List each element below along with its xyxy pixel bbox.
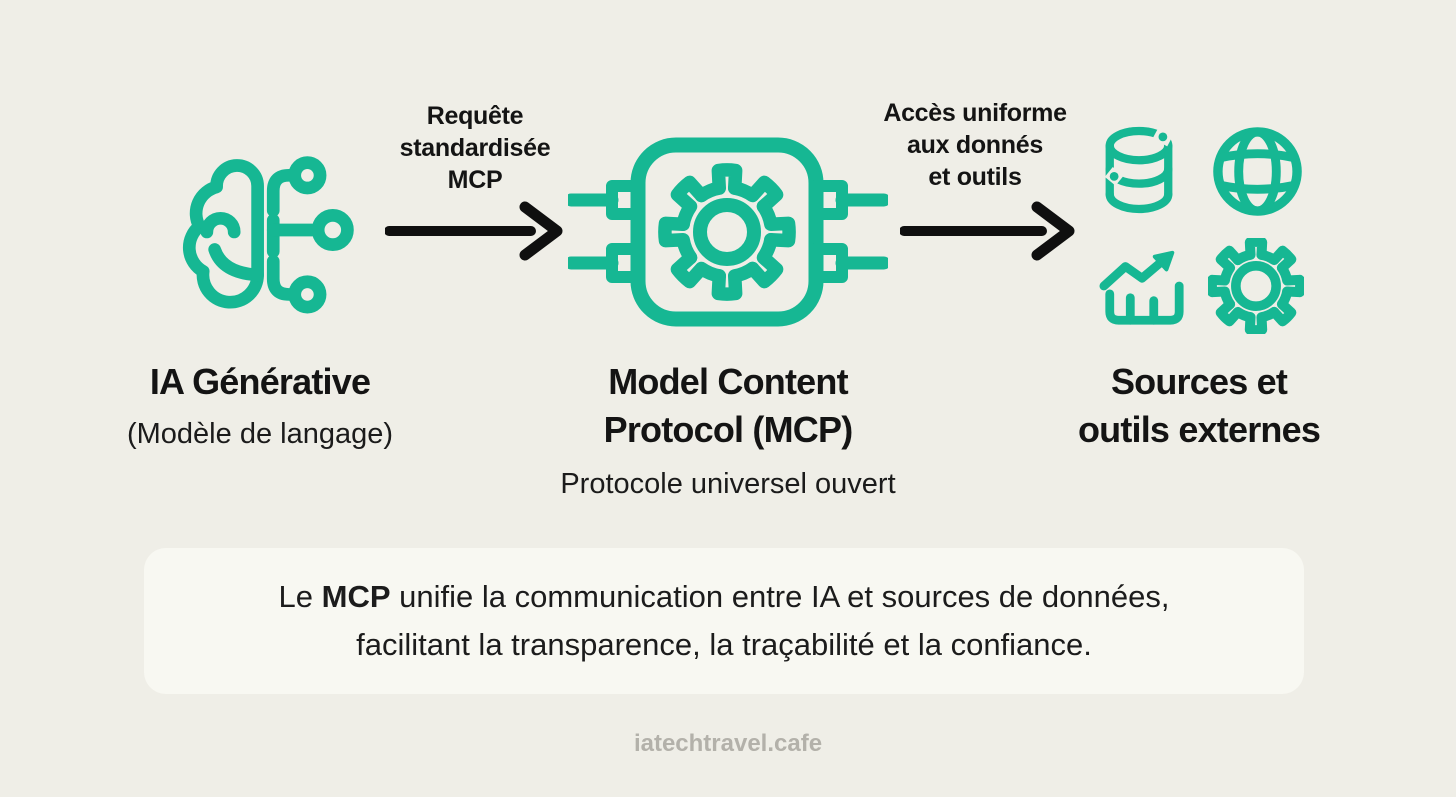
right-node-title: Sources et outils externes bbox=[999, 358, 1399, 454]
summary-highlight: MCP bbox=[321, 579, 391, 614]
arrow-right-icon bbox=[900, 201, 1075, 261]
arrow1-label-line3: MCP bbox=[447, 166, 503, 194]
arrow2-label-line2: aux donnés bbox=[907, 131, 1043, 159]
center-node-subtitle: Protocole universel ouvert bbox=[560, 468, 896, 500]
arrow2-label-line1: Accès uniforme bbox=[883, 99, 1067, 127]
globe-icon bbox=[1213, 127, 1302, 216]
arrow-right-icon bbox=[385, 201, 563, 261]
arrow1-label-line2: standardisée bbox=[399, 134, 551, 162]
left-node-subtitle: (Modèle de langage) bbox=[126, 418, 393, 450]
summary-line1-rest: unifie la communication entre IA et sour… bbox=[399, 579, 1170, 614]
summary-line1: Le MCP unifie la communication entre IA … bbox=[144, 573, 1304, 621]
center-node-title: Model Content Protocol (MCP) bbox=[528, 358, 928, 454]
right-node-title-line2: outils externes bbox=[1077, 409, 1321, 450]
center-node-title-line2: Protocol (MCP) bbox=[603, 409, 854, 450]
summary-line2: facilitant la transparence, la traçabili… bbox=[356, 627, 1092, 662]
arrow2-label-line3: et outils bbox=[928, 163, 1022, 191]
left-node-title: IA Générative bbox=[149, 361, 371, 402]
center-node-title-line1: Model Content bbox=[608, 361, 848, 402]
arrow1-label-line1: Requête bbox=[426, 102, 524, 130]
summary-lead: Le bbox=[278, 579, 314, 614]
gear-icon bbox=[1208, 238, 1304, 334]
chip-gear-icon bbox=[568, 137, 888, 327]
summary-box: Le MCP unifie la communication entre IA … bbox=[144, 548, 1304, 694]
arrow2-label: Accès uniforme aux donnés et outils bbox=[865, 97, 1085, 193]
brain-circuit-icon bbox=[182, 156, 354, 314]
right-node-title-line1: Sources et bbox=[1110, 361, 1288, 402]
arrow1-label: Requête standardisée MCP bbox=[375, 100, 575, 196]
database-icon bbox=[1104, 126, 1174, 214]
chart-up-icon bbox=[1099, 250, 1184, 325]
site-watermark: iatechtravel.cafe bbox=[633, 730, 823, 757]
